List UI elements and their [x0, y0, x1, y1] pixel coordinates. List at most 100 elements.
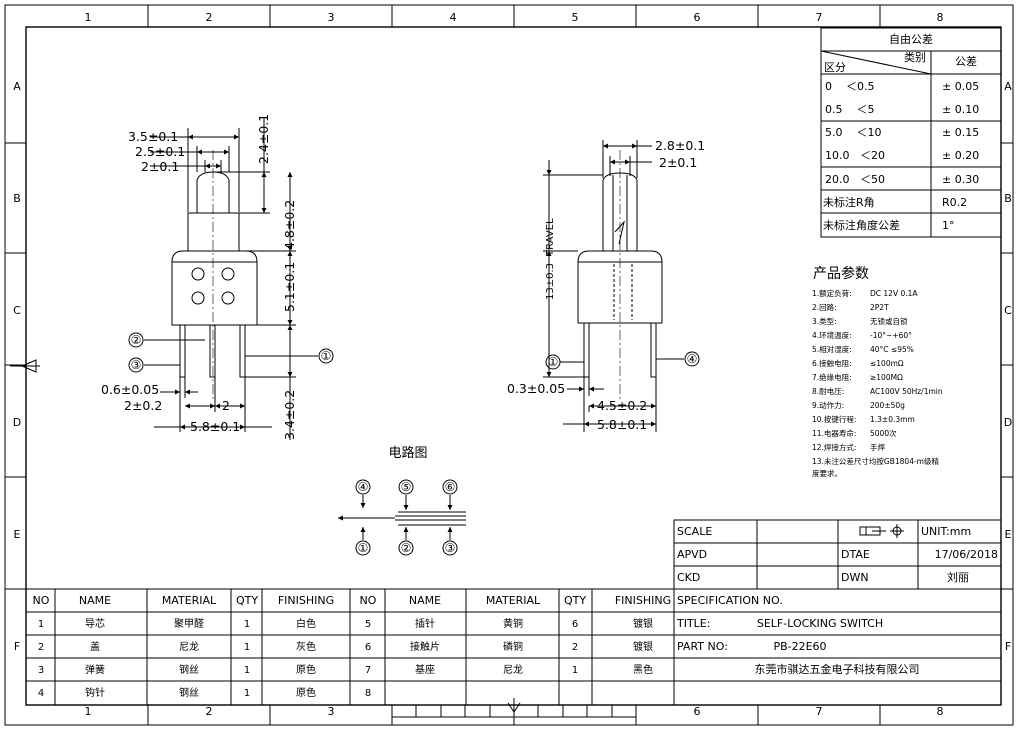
bom-r4-no: 8 — [365, 688, 371, 699]
side-dim-height: 13±0.3 — [545, 263, 556, 300]
param-label-13: 13.未注公差尺寸均按GB1804-m级精 — [812, 456, 939, 466]
tol-value-4: ± 0.20 — [942, 149, 979, 162]
bom-l1-material: 聚甲醛 — [174, 617, 204, 630]
tol-range-6: 未标注R角 — [823, 195, 875, 209]
param-label-12: 12.焊接方式: — [812, 442, 856, 452]
param-label-10: 10.按键行程: — [812, 414, 856, 424]
bom-h-material-right: MATERIAL — [486, 594, 541, 607]
bom-h-finishing-left: FINISHING — [278, 594, 334, 607]
bom-r3-qty: 1 — [572, 665, 578, 676]
side-view-dim-text: 2.8±0.1 2±0.1 0.3±0.05 4.5±0.2 5.8±0.1 T… — [507, 138, 705, 432]
front-view-drawing — [171, 150, 258, 400]
col-7-bottom: 7 — [816, 705, 823, 718]
dwn-label: DWN — [841, 571, 869, 584]
side-view-callouts: ① ④ — [545, 351, 700, 370]
side-dim-pitch: 4.5±0.2 — [597, 398, 647, 413]
param-value-6: ≤100mΩ — [870, 359, 904, 368]
param-value-8: AC100V 50Hz/1min — [870, 387, 943, 396]
col-2-top: 2 — [206, 11, 213, 24]
side-view-drawing — [577, 150, 663, 400]
bom-l4-finishing: 原色 — [296, 686, 316, 699]
param-value-4: -10°~+60° — [870, 331, 912, 340]
row-b-right: B — [1004, 192, 1012, 205]
product-params: 产品参数 1.额定负荷: DC 12V 0.1A 2.回路: 2P2T 3.类型… — [812, 265, 943, 478]
row-a-left: A — [13, 80, 21, 93]
param-label-9: 9.动作力: — [812, 400, 844, 410]
param-label-1: 1.额定负荷: — [812, 288, 852, 298]
bom-h-no-left: NO — [33, 594, 50, 607]
bom-r2-no: 6 — [365, 642, 371, 653]
param-label-3: 3.类型: — [812, 316, 837, 326]
row-c-right: C — [1004, 304, 1012, 317]
bom-r3-no: 7 — [365, 665, 371, 676]
front-dim-h-cap: 2.4±0.1 — [256, 114, 271, 164]
bom-l1-no: 1 — [38, 619, 44, 630]
bom-h-name-left: NAME — [79, 594, 111, 607]
row-f-left: F — [14, 640, 20, 653]
callout-3: ③ — [131, 358, 142, 372]
drawn-by: 刘丽 — [947, 571, 969, 584]
bom-r2-qty: 2 — [572, 642, 578, 653]
row-d-left: D — [13, 416, 21, 429]
row-b-left: B — [13, 192, 21, 205]
bom-r1-no: 5 — [365, 619, 371, 630]
col-7-top: 7 — [816, 11, 823, 24]
param-label-6: 6.接触电阻: — [812, 358, 852, 368]
param-label-2: 2.回路: — [812, 302, 837, 312]
bom-r3-name: 基座 — [415, 663, 435, 676]
tol-value-3: ± 0.15 — [942, 126, 979, 139]
param-label-8: 8.耐电压: — [812, 386, 844, 396]
front-dim-w-top: 3.5±0.1 — [128, 129, 178, 144]
tol-value-7: 1° — [942, 219, 955, 232]
ckd-label: CKD — [677, 571, 700, 584]
bom-h-material-left: MATERIAL — [162, 594, 217, 607]
bom-r3-material: 尼龙 — [503, 663, 523, 676]
tolerance-title: 自由公差 — [889, 32, 933, 46]
circuit-pin-3: ③ — [445, 541, 456, 555]
side-callout-4: ④ — [687, 352, 698, 366]
circuit-diagram: 电路图 ④ ⑤ ⑥ ① ② ③ — [338, 445, 466, 556]
front-dim-pitch-b: 2 — [222, 398, 230, 413]
params-title: 产品参数 — [813, 265, 869, 282]
side-dim-width: 5.8±0.1 — [597, 417, 647, 432]
tolerance-table: 自由公差 类别 区分 公差 0 ＜0.5 ± 0.05 0.5 ＜5 ± 0.1… — [820, 27, 1002, 238]
callout-2: ② — [131, 333, 142, 347]
spec-label: SPECIFICATION NO. — [677, 594, 783, 607]
tol-value-6: R0.2 — [942, 196, 967, 209]
bom-h-qty-right: QTY — [564, 594, 586, 607]
front-dim-h-body: 5.1±0.1 — [282, 262, 297, 312]
tol-range-5: 20.0 ＜50 — [825, 173, 885, 186]
title-block-grid — [673, 519, 1002, 706]
bom-h-name-right: NAME — [409, 594, 441, 607]
column-numbers-bottom: 1 2 3 6 7 8 — [85, 705, 944, 718]
param-value-7: ≥100MΩ — [870, 373, 903, 382]
bom-l1-finishing: 白色 — [296, 617, 316, 630]
tol-range-2: 0.5 ＜5 — [825, 103, 874, 116]
param-label-4: 4.环境温度: — [812, 330, 852, 340]
front-view-dim-lines — [144, 118, 318, 440]
param-value-9: 200±50g — [870, 401, 905, 410]
param-label-7: 7.绝缘电阻: — [812, 372, 852, 382]
drawing-date: 17/06/2018 — [935, 548, 998, 561]
tolerance-h-tol: 公差 — [955, 54, 977, 68]
col-6-top: 6 — [694, 11, 701, 24]
callout-1: ① — [321, 349, 332, 363]
tol-value-1: ± 0.05 — [942, 80, 979, 93]
bom-l2-no: 2 — [38, 642, 44, 653]
bom-h-qty-left: QTY — [236, 594, 258, 607]
side-dim-pin-w: 0.3±0.05 — [507, 381, 565, 396]
circuit-title: 电路图 — [388, 445, 427, 461]
bom-l3-finishing: 原色 — [296, 663, 316, 676]
bom-r1-material: 黄铜 — [503, 617, 523, 630]
tol-value-2: ± 0.10 — [942, 103, 979, 116]
bom-h-no-right: NO — [360, 594, 377, 607]
dtae-label: DTAE — [841, 548, 870, 561]
circuit-pin-5: ⑤ — [401, 480, 412, 494]
col-1-bottom: 1 — [85, 705, 92, 718]
bom-l2-material: 尼龙 — [179, 640, 199, 653]
bom-l3-no: 3 — [38, 665, 44, 676]
bom-grid — [25, 588, 675, 706]
row-e-right: E — [1005, 528, 1012, 541]
bom-r1-finishing: 镀银 — [633, 617, 653, 630]
param-label-14: 度要求。 — [812, 468, 842, 478]
